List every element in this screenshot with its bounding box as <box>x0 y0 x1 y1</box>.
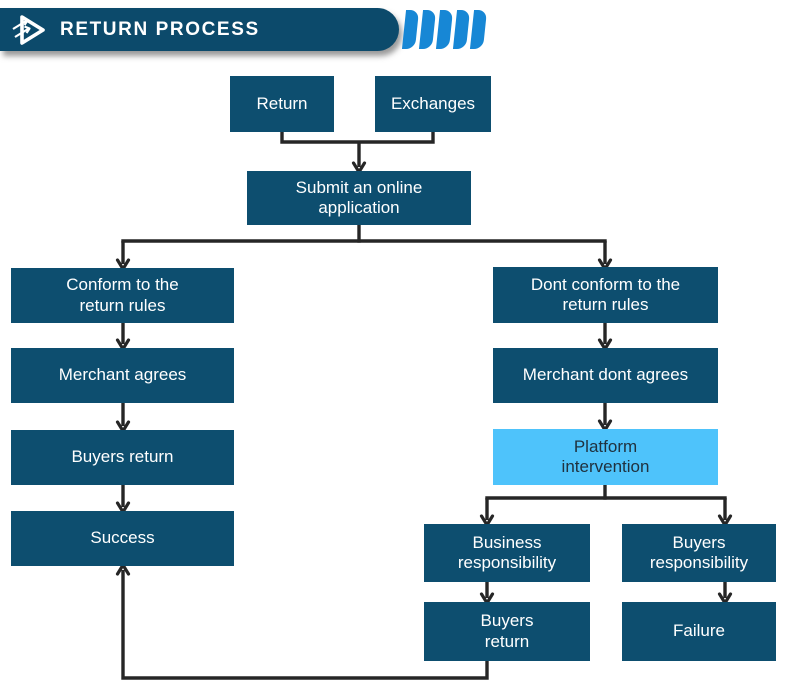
node-label: Platform intervention <box>561 436 650 476</box>
node-success: Success <box>11 511 234 566</box>
connector-buyers-return2-loop-to-success <box>115 563 489 680</box>
node-label: Buyers return <box>480 611 534 651</box>
play-triangle-arrows-icon <box>12 14 45 45</box>
page-title: RETURN PROCESS <box>60 18 260 40</box>
node-label: Buyers return <box>71 447 174 467</box>
banner-chevron-shape <box>452 10 471 49</box>
banner-chevron-shape <box>401 10 420 49</box>
banner-chevrons-decoration <box>401 10 488 49</box>
node-submit-application: Submit an online application <box>247 171 471 225</box>
node-label: Success <box>90 528 155 548</box>
node-business-responsibility: Business responsibility <box>424 524 590 582</box>
node-label: Conform to the return rules <box>66 275 179 315</box>
node-label: Submit an online application <box>295 177 423 217</box>
node-merchant-dont-agrees: Merchant dont agrees <box>493 348 718 403</box>
banner-chevron-shape <box>418 10 437 49</box>
node-merchant-agrees: Merchant agrees <box>11 348 234 403</box>
node-label: Business responsibility <box>457 532 557 572</box>
node-failure: Failure <box>622 602 776 661</box>
node-label: Merchant dont agrees <box>522 365 689 385</box>
node-label: Merchant agrees <box>58 365 187 385</box>
node-label: Return <box>256 93 308 113</box>
node-return: Return <box>230 76 334 132</box>
node-label: Buyers responsibility <box>649 532 749 572</box>
node-platform-intervention: Platform intervention <box>493 429 718 485</box>
node-buyers-return: Buyers return <box>11 430 234 485</box>
node-exchanges: Exchanges <box>375 76 491 132</box>
node-label: Dont conform to the return rules <box>530 274 681 314</box>
node-dont-conform-rules: Dont conform to the return rules <box>493 267 718 323</box>
node-buyers-responsibility: Buyers responsibility <box>622 524 776 582</box>
node-label: Exchanges <box>390 93 476 113</box>
node-conform-rules: Conform to the return rules <box>11 268 234 323</box>
node-buyers-return-2: Buyers return <box>424 602 590 661</box>
node-label: Failure <box>673 621 725 641</box>
banner-chevron-shape <box>435 10 454 49</box>
header-banner: RETURN PROCESS <box>0 8 399 51</box>
